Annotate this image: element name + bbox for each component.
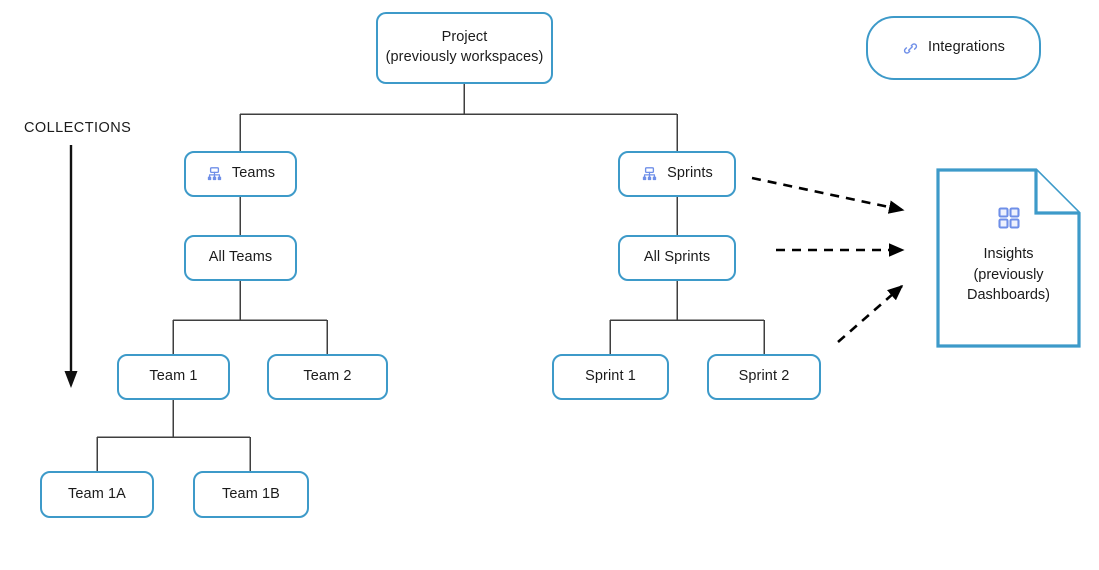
node-integrations-label: Integrations (928, 39, 1005, 56)
hierarchy-icon (206, 166, 223, 183)
node-team-1[interactable]: Team 1 (117, 354, 230, 400)
dashboard-grid-icon (997, 206, 1021, 230)
integrations-link-icon (902, 40, 919, 57)
document-shape (936, 168, 1081, 348)
dashed-edges-to-insights (751, 176, 905, 343)
edge-all-sprints-to-sprints (609, 281, 765, 354)
node-team-2-label: Team 2 (303, 368, 352, 385)
node-teams-label: Teams (231, 165, 276, 182)
node-project[interactable]: Project (previously workspaces) (376, 12, 553, 84)
node-sprints-label: Sprints (667, 165, 713, 182)
node-team-1b-label: Team 1B (222, 485, 280, 502)
node-team-2[interactable]: Team 2 (267, 354, 388, 400)
node-all-teams-label: All Teams (208, 249, 273, 266)
node-team-1-label: Team 1 (149, 368, 198, 385)
edge-all-teams-to-teams (172, 281, 328, 354)
node-team-1a-label: Team 1A (68, 485, 126, 502)
edge-team1-to-subteams (96, 400, 251, 471)
node-all-sprints[interactable]: All Sprints (618, 235, 736, 281)
dashed-edge-sprints-insights (751, 176, 905, 214)
node-project-label: Project (previously workspaces) (385, 29, 544, 65)
hierarchy-icon (641, 166, 658, 183)
node-sprints[interactable]: Sprints (618, 151, 736, 197)
node-sprint-2[interactable]: Sprint 2 (707, 354, 821, 400)
edge-project-to-collections (239, 84, 678, 151)
node-all-sprints-label: All Sprints (643, 249, 711, 266)
node-all-teams[interactable]: All Teams (184, 235, 297, 281)
node-insights-label: Insights (previously Dashboards) (966, 246, 1050, 304)
node-team-1a[interactable]: Team 1A (40, 471, 154, 518)
node-sprint-1[interactable]: Sprint 1 (552, 354, 669, 400)
dashed-edge-sprint2-insights (837, 284, 904, 343)
node-integrations[interactable]: Integrations (866, 16, 1041, 80)
node-sprint-2-label: Sprint 2 (738, 368, 790, 385)
collections-label: COLLECTIONS (24, 120, 132, 136)
node-insights[interactable]: Insights (previously Dashboards) (936, 168, 1081, 348)
node-sprint-1-label: Sprint 1 (585, 368, 636, 385)
collections-axis-arrow (64, 145, 78, 388)
node-team-1b[interactable]: Team 1B (193, 471, 309, 518)
node-teams[interactable]: Teams (184, 151, 297, 197)
